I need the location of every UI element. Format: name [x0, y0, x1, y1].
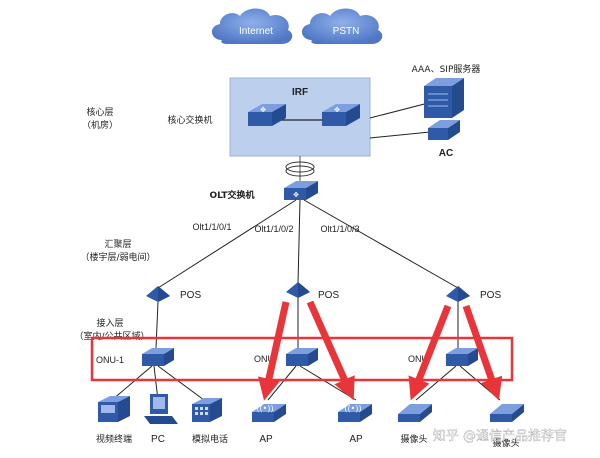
- core-layer-sublabel: （机房）: [82, 119, 118, 131]
- terminal-label-video: 视频终端: [96, 433, 132, 445]
- internet-label: Internet: [239, 26, 273, 37]
- core-switch-label: 核心交换机: [167, 114, 212, 126]
- pstn-label: PSTN: [333, 26, 360, 37]
- analog-phone-icon: [192, 398, 222, 422]
- onu-3: [446, 348, 478, 366]
- camera-icon-1: [398, 404, 432, 422]
- olt-port-2: Olt1/1/0/2: [254, 224, 293, 234]
- svg-text:((•)): ((•)): [256, 404, 273, 413]
- core-layer-label: 核心层: [86, 106, 113, 118]
- svg-text:✥: ✥: [334, 106, 340, 114]
- svg-text:((•)): ((•)): [344, 404, 361, 413]
- onu-1: [142, 348, 174, 366]
- aggregation-layer-sublabel: （楼宇层/弱电间）: [80, 251, 155, 263]
- core-switch-1: ✥: [248, 104, 286, 126]
- access-highlight-box: [90, 336, 514, 382]
- terminal-label-camera-1: 摄像头: [400, 433, 427, 445]
- terminal-label-ap-2: AP: [349, 434, 363, 445]
- pos-label-2: POS: [318, 290, 339, 301]
- terminal-label-camera-2: 摄像头: [492, 437, 519, 449]
- video-terminal-icon: [98, 396, 130, 422]
- onu-2: [286, 348, 318, 366]
- olt-port-1: Olt1/1/0/1: [192, 222, 231, 232]
- terminal-label-pc: PC: [151, 434, 165, 445]
- pos-splitter-2: [286, 282, 310, 298]
- aggregation-layer-label: 汇聚层: [104, 239, 131, 250]
- pos-label-1: POS: [180, 290, 201, 301]
- olt-label: OLT交换机: [209, 189, 254, 201]
- irf-label: IRF: [292, 87, 308, 98]
- pos-splitter-3: [446, 286, 470, 302]
- aaa-sip-server-icon: [424, 78, 464, 118]
- onu-label-2: ONU: [254, 354, 274, 364]
- ap-icon-1: ((•)): [252, 404, 286, 422]
- pos-label-3: POS: [480, 290, 501, 301]
- pc-icon: [144, 394, 178, 424]
- ac-icon: [428, 120, 460, 140]
- terminal-label-phone: 模拟电话: [192, 433, 228, 445]
- terminal-label-ap-1: AP: [259, 434, 273, 445]
- access-layer-label: 接入层: [96, 317, 123, 329]
- internet-cloud: Internet: [211, 8, 293, 44]
- ac-label: AC: [439, 148, 453, 159]
- olt-switch: ✥: [284, 181, 318, 200]
- onu-label-3: ONU: [408, 354, 428, 364]
- svg-text:✥: ✥: [293, 191, 299, 199]
- watermark: 知乎 @通信产品推荐官: [433, 428, 567, 444]
- aaa-sip-label: AAA、SIP服务器: [412, 63, 481, 75]
- red-arrows: [257, 300, 503, 401]
- svg-text:✥: ✥: [260, 106, 266, 114]
- camera-icon-2: [490, 404, 524, 422]
- onu-label-1: ONU-1: [96, 355, 124, 365]
- pos-splitter-1: [146, 286, 170, 302]
- access-layer-sublabel: （室内/公共区域）: [74, 330, 149, 342]
- core-switch-2: ✥: [322, 104, 360, 126]
- olt-port-3: Olt1/1/0/3: [320, 224, 359, 234]
- ap-icon-2: ((•)): [338, 404, 372, 422]
- pstn-cloud: PSTN: [301, 8, 383, 44]
